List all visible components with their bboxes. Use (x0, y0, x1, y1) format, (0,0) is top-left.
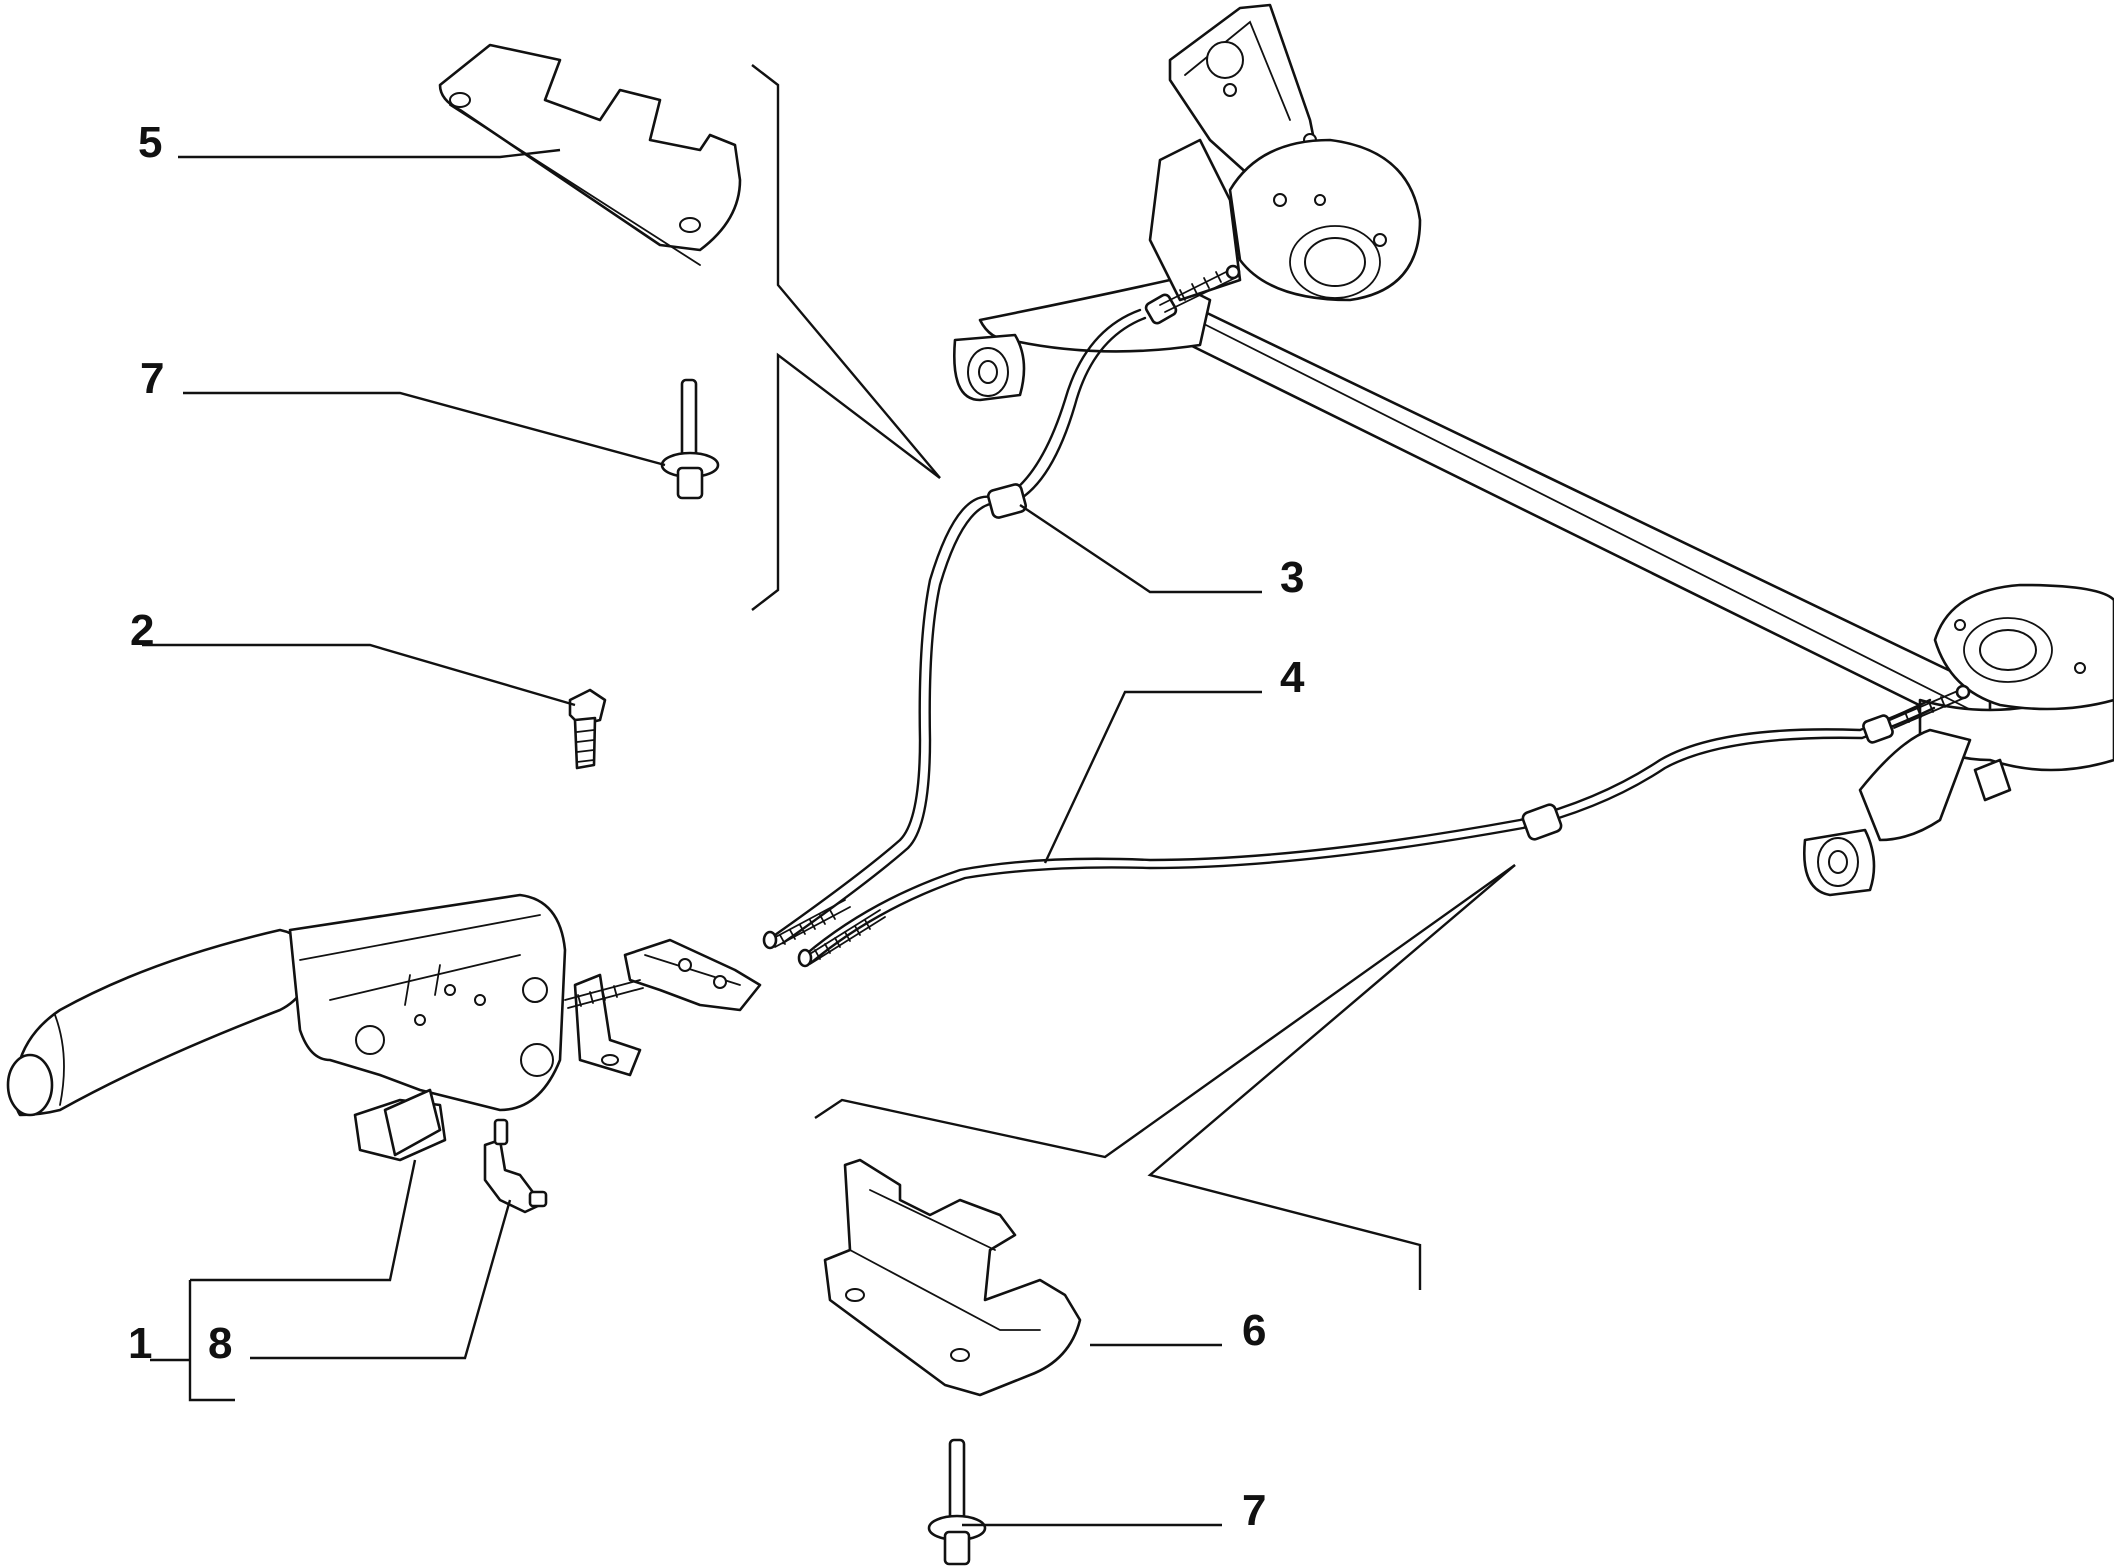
left-brake-backing-plate (1228, 138, 1422, 302)
callout-2: 2 (130, 606, 154, 655)
callout-5: 5 (138, 118, 162, 167)
rear-axle-beam (953, 3, 2114, 897)
grouping-lines (150, 64, 1516, 1402)
right-brake-backing-plate (1933, 583, 2114, 711)
heat-shield-5 (438, 43, 742, 266)
cable-equalizer (564, 938, 762, 1012)
cable-4-right-rear (797, 684, 1971, 968)
callout-1: 1 (128, 1319, 152, 1368)
stud-7-lower (927, 1438, 987, 1566)
handbrake-lever-assembly (6, 893, 762, 1162)
parking-brake-switch (483, 1118, 548, 1214)
cable-4-thread (814, 919, 871, 960)
left-bushing (953, 333, 1026, 402)
heat-shield-6 (823, 1158, 1082, 1397)
cable-3-left-rear (762, 264, 1241, 950)
callout-6: 6 (1242, 1306, 1266, 1355)
callout-8: 8 (208, 1319, 232, 1368)
bolt-2 (568, 688, 607, 770)
callout-7-upper: 7 (140, 354, 164, 403)
right-bushing (1803, 828, 1876, 897)
cable-3-rear-thread (1179, 271, 1222, 301)
cable-3-thread (779, 909, 836, 945)
leader-lines (142, 148, 1262, 1527)
callout-4: 4 (1280, 653, 1305, 702)
stud-7-upper (660, 378, 720, 500)
callout-3: 3 (1280, 553, 1304, 602)
callout-labels: 1 2 3 4 5 6 7 7 8 (128, 118, 1305, 1535)
callout-7-lower: 7 (1242, 1486, 1266, 1535)
cable-4-rear-thread (1904, 696, 1946, 723)
